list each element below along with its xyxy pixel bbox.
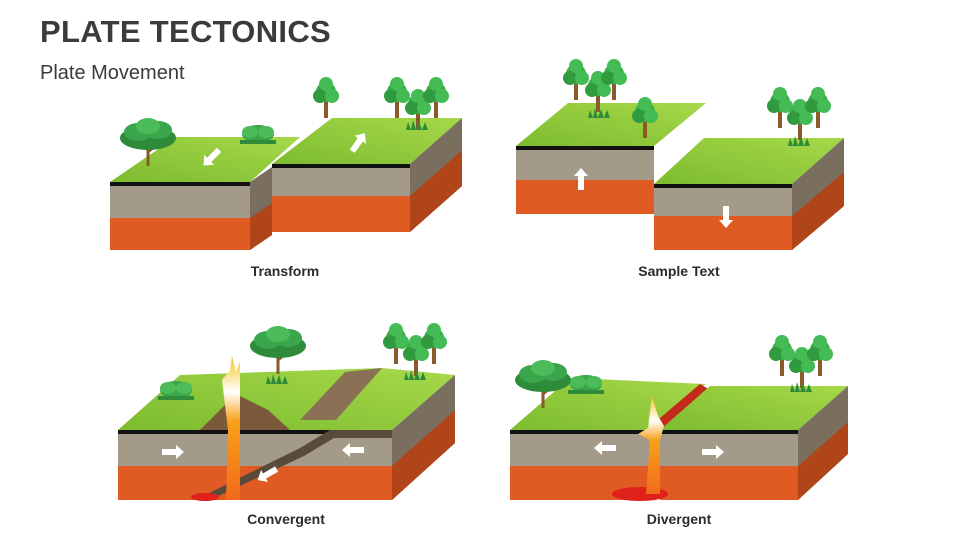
crust-layer xyxy=(660,430,798,466)
tree-icon xyxy=(384,77,410,118)
crust-boundary xyxy=(660,430,798,434)
crust-layer xyxy=(272,164,410,196)
block-side-mantle xyxy=(410,150,462,232)
mantle-layer xyxy=(516,180,654,214)
block-side-mantle xyxy=(792,172,844,250)
magma-pool xyxy=(191,493,219,501)
mantle-layer xyxy=(272,196,410,232)
mantle-layer xyxy=(110,218,250,250)
bush-icon xyxy=(568,375,604,394)
diagram-divergent: Divergent xyxy=(510,335,848,527)
block-side-mantle xyxy=(250,203,272,250)
tree-icon xyxy=(313,77,339,118)
block-side-mantle xyxy=(798,422,848,500)
crust-boundary xyxy=(118,430,392,434)
grass-surface xyxy=(660,386,848,430)
diagram-sample: Sample Text xyxy=(516,59,844,279)
bush-icon xyxy=(240,125,276,144)
subducting-plate xyxy=(195,430,392,500)
caption-convergent: Convergent xyxy=(247,511,325,527)
grass-surface xyxy=(118,368,455,430)
rift xyxy=(646,384,710,430)
mantle-layer xyxy=(660,466,798,500)
crust-layer xyxy=(510,430,652,466)
magma-plume xyxy=(222,356,240,500)
tree-icon xyxy=(248,324,308,376)
volcano xyxy=(200,394,290,430)
magma-plume xyxy=(638,396,664,494)
caption-sample: Sample Text xyxy=(638,263,720,279)
crust-layer xyxy=(110,182,250,218)
diagram-transform: Transform xyxy=(110,77,462,279)
caption-transform: Transform xyxy=(251,263,319,279)
caption-divergent: Divergent xyxy=(647,511,712,527)
diagram-convergent: Convergent xyxy=(118,323,455,527)
crust-boundary xyxy=(654,184,792,188)
grass-surface xyxy=(654,138,844,184)
trench xyxy=(300,368,382,420)
page-subtitle: Plate Movement xyxy=(40,62,185,84)
crust-boundary xyxy=(510,430,652,434)
grass-surface xyxy=(516,103,706,146)
crust-boundary xyxy=(516,146,654,150)
block-side-mantle xyxy=(392,410,455,500)
crust-boundary xyxy=(272,164,410,168)
bush-icon xyxy=(158,381,194,400)
crust-boundary xyxy=(110,182,250,186)
page-title: PLATE TECTONICS xyxy=(40,14,331,49)
tree-icon xyxy=(563,59,589,100)
